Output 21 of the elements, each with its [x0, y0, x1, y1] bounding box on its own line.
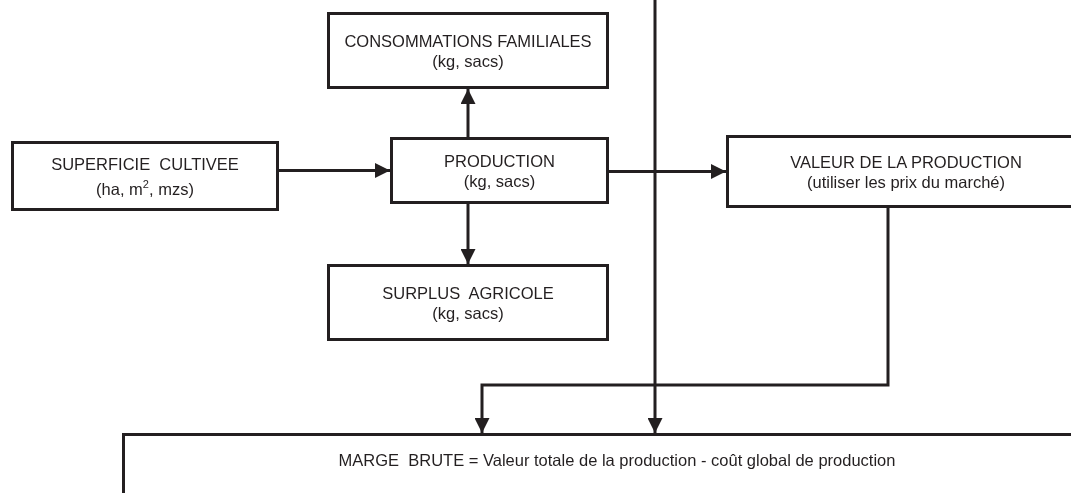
arrow: [460, 204, 476, 264]
arrow: [279, 163, 390, 178]
process-box: [726, 135, 1071, 208]
arrow: [474, 208, 890, 433]
box-unit: (ha, m$^{2}$, mzs): [96, 176, 194, 199]
process-box: [390, 137, 609, 204]
arrow: [647, 0, 663, 433]
arrow: [609, 164, 726, 179]
box-title: VALEUR DE LA PRODUCTION: [790, 151, 1022, 172]
arrow: [460, 89, 476, 137]
box-title: PRODUCTION: [444, 150, 555, 171]
process-box: [327, 12, 609, 89]
box-unit: (kg, sacs): [432, 302, 504, 323]
box-title: SURPLUS AGRICOLE: [382, 282, 554, 303]
box-unit: (kg, sacs): [463, 170, 536, 191]
box-title: MARGE BRUTE = Valeur totale de la production - coût global de production: [338, 450, 896, 470]
box-unit: (utiliser les prix du marché): [806, 171, 1006, 192]
box-title: SUPERFICIE CULTIVEE: [51, 153, 239, 174]
process-box: [11, 141, 279, 211]
box-title: CONSOMMATIONS FAMILIALES (kg, sacs): [343, 30, 593, 71]
process-box: [327, 264, 609, 341]
